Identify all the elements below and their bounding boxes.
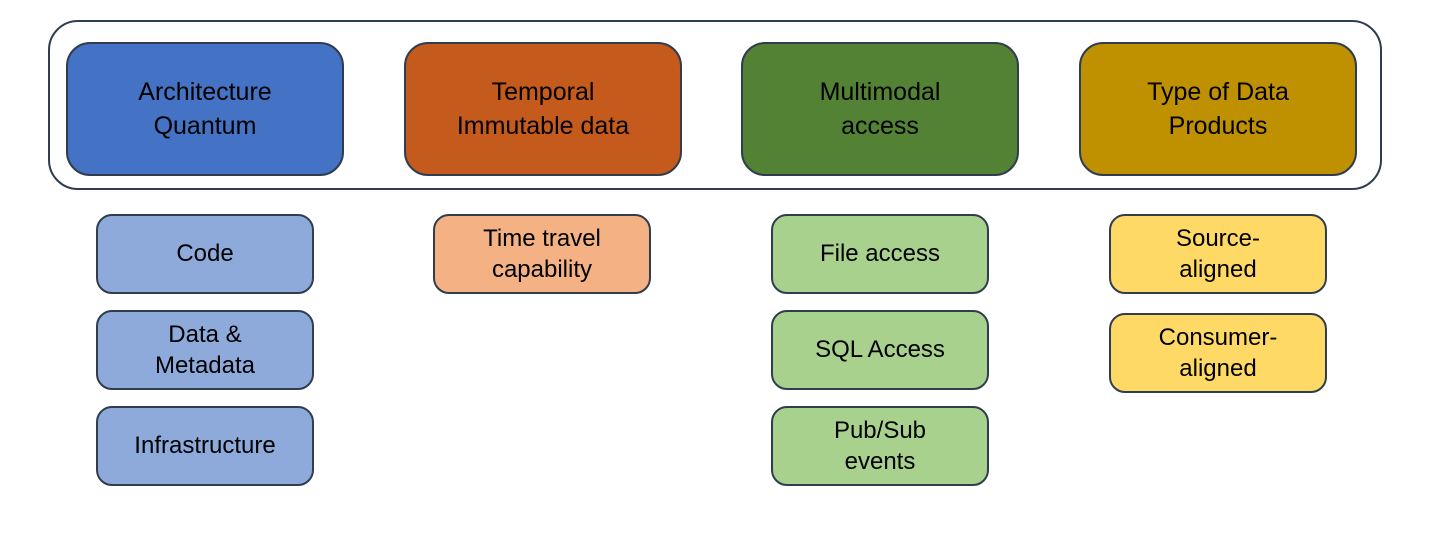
item-pub-sub-events: Pub/Sub events: [771, 406, 989, 486]
category-temporal-immutable-data: Temporal Immutable data: [404, 42, 682, 176]
item-sql-access: SQL Access: [771, 310, 989, 390]
item-code: Code: [96, 214, 314, 294]
item-time-travel-capability: Time travel capability: [433, 214, 651, 294]
category-type-of-data-products: Type of Data Products: [1079, 42, 1357, 176]
item-data-and-metadata: Data & Metadata: [96, 310, 314, 390]
item-file-access: File access: [771, 214, 989, 294]
category-multimodal-access: Multimodal access: [741, 42, 1019, 176]
item-source-aligned: Source- aligned: [1109, 214, 1327, 294]
item-consumer-aligned: Consumer- aligned: [1109, 313, 1327, 393]
item-infrastructure: Infrastructure: [96, 406, 314, 486]
category-architecture-quantum: Architecture Quantum: [66, 42, 344, 176]
